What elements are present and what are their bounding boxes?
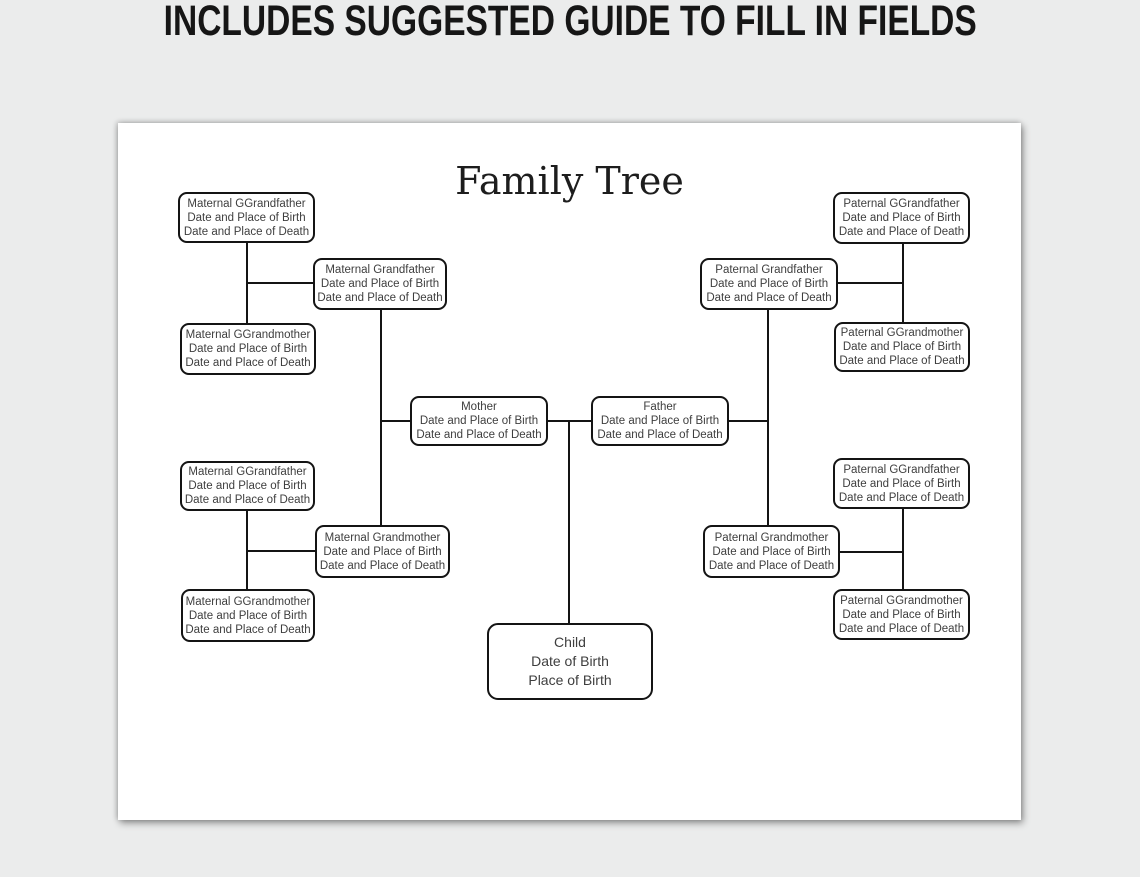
node-maternal-grandmother: Maternal Grandmother Date and Place of B… <box>315 525 450 578</box>
node-birth: Date and Place of Birth <box>712 545 831 558</box>
node-birth: Date and Place of Birth <box>600 415 720 427</box>
node-birth: Date and Place of Birth <box>187 211 306 224</box>
node-birth: Date and Place of Birth <box>323 545 442 558</box>
node-birthplace: Place of Birth <box>528 672 612 688</box>
node-paternal-ggrandmother-top: Paternal GGrandmother Date and Place of … <box>834 322 970 372</box>
connector-paternal-grandparents-to-father <box>729 420 769 422</box>
node-paternal-ggrandmother-bottom: Paternal GGrandmother Date and Place of … <box>833 589 970 640</box>
node-name: Maternal GGrandfather <box>188 466 307 478</box>
node-name: Child <box>554 634 586 650</box>
connector-maternal-grandparents-vertical <box>380 309 382 526</box>
node-mother: Mother Date and Place of Birth Date and … <box>410 396 548 446</box>
node-name: Paternal GGrandfather <box>843 198 960 210</box>
node-death: Date and Place of Death <box>706 292 832 304</box>
connector-paternal-ggparents-bottom-vertical <box>902 508 904 590</box>
node-paternal-grandfather: Paternal Grandfather Date and Place of B… <box>700 258 838 310</box>
node-death: Date and Place of Death <box>597 429 723 441</box>
node-death: Date and Place of Death <box>838 622 965 635</box>
family-tree-page: Family Tree Maternal GGrandfather Date a… <box>118 123 1021 820</box>
node-death: Date and Place of Death <box>185 623 311 636</box>
connector-parents-to-child <box>568 420 570 624</box>
node-death: Date and Place of Death <box>708 559 835 572</box>
node-death: Date and Place of Death <box>185 357 311 369</box>
node-name: Paternal GGrandmother <box>840 327 964 339</box>
connector-paternal-grandparents-vertical <box>767 309 769 526</box>
node-name: Paternal GGrandfather <box>843 463 960 476</box>
node-birth: Date and Place of Birth <box>188 480 307 492</box>
node-maternal-ggrandmother-top: Maternal GGrandmother Date and Place of … <box>180 323 316 375</box>
node-name: Paternal GGrandmother <box>840 594 963 607</box>
node-death: Date and Place of Death <box>317 292 443 304</box>
node-birth: Date and Place of Birth <box>188 609 308 622</box>
node-birth: Date and Place of Birth <box>842 212 961 224</box>
node-name: Maternal Grandmother <box>324 531 441 544</box>
node-birth: Date and Place of Birth <box>842 608 961 621</box>
node-maternal-ggrandmother-bottom: Maternal GGrandmother Date and Place of … <box>181 589 315 642</box>
node-birth: Date of Birth <box>531 653 609 669</box>
node-death: Date and Place of Death <box>416 429 542 441</box>
node-name: Maternal GGrandmother <box>185 595 311 608</box>
connector-maternal-ggparents-bottom-to-grandmother <box>246 550 315 552</box>
banner: INCLUDES SUGGESTED GUIDE TO FILL IN FIEL… <box>0 0 1140 43</box>
node-name: Paternal Grandfather <box>715 264 823 276</box>
node-name: Father <box>643 401 677 413</box>
node-name: Mother <box>461 401 497 413</box>
node-death: Date and Place of Death <box>319 559 446 572</box>
node-death: Date and Place of Death <box>838 491 965 504</box>
node-birth: Date and Place of Birth <box>419 415 539 427</box>
node-maternal-ggrandfather-bottom: Maternal GGrandfather Date and Place of … <box>180 461 315 511</box>
node-paternal-ggrandfather-bottom: Paternal GGrandfather Date and Place of … <box>833 458 970 509</box>
node-name: Maternal Grandfather <box>325 264 435 276</box>
connector-maternal-grandparents-to-mother <box>380 420 411 422</box>
connector-maternal-ggparents-top-to-grandfather <box>246 282 315 284</box>
node-father: Father Date and Place of Birth Date and … <box>591 396 729 446</box>
node-birth: Date and Place of Birth <box>320 278 440 290</box>
node-name: Maternal GGrandfather <box>187 197 306 210</box>
connector-paternal-ggparents-top-to-grandfather <box>837 282 904 284</box>
node-death: Date and Place of Death <box>183 225 310 238</box>
node-birth: Date and Place of Birth <box>842 341 962 353</box>
node-birth: Date and Place of Birth <box>188 343 308 355</box>
node-name: Maternal GGrandmother <box>185 329 311 341</box>
node-child: Child Date of Birth Place of Birth <box>487 623 653 700</box>
node-name: Paternal Grandmother <box>714 531 829 544</box>
banner-text: INCLUDES SUGGESTED GUIDE TO FILL IN FIEL… <box>163 0 977 45</box>
node-paternal-ggrandfather-top: Paternal GGrandfather Date and Place of … <box>833 192 970 244</box>
node-maternal-grandfather: Maternal Grandfather Date and Place of B… <box>313 258 447 310</box>
node-birth: Date and Place of Birth <box>709 278 829 290</box>
node-birth: Date and Place of Birth <box>842 477 961 490</box>
node-death: Date and Place of Death <box>839 355 965 367</box>
node-death: Date and Place of Death <box>838 226 965 238</box>
connector-paternal-ggparents-bottom-to-grandmother <box>837 551 904 553</box>
node-death: Date and Place of Death <box>184 494 311 506</box>
node-maternal-ggrandfather-top: Maternal GGrandfather Date and Place of … <box>178 192 315 243</box>
node-paternal-grandmother: Paternal Grandmother Date and Place of B… <box>703 525 840 578</box>
tree-title: Family Tree <box>455 159 684 203</box>
